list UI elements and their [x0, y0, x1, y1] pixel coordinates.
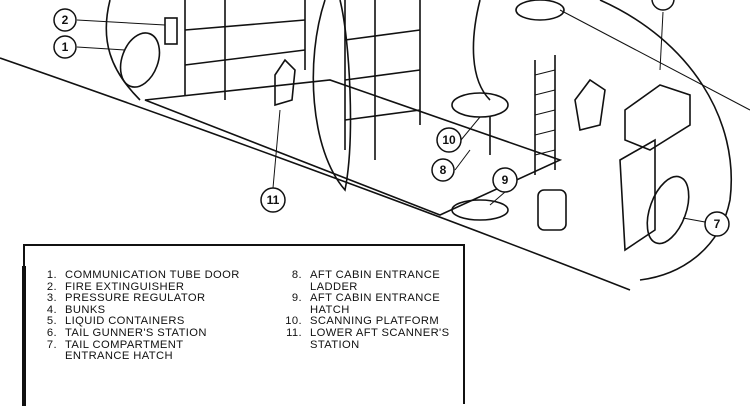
legend-num: 10.	[285, 315, 302, 328]
legend-num: 6.	[46, 326, 57, 339]
legend-num: 4.	[46, 303, 57, 316]
svg-text:11: 11	[267, 193, 280, 207]
callout-10: 10	[436, 127, 462, 153]
callout-7: 7	[704, 211, 730, 237]
fuselage-upper-hull	[105, 0, 141, 101]
legend-column-right: 8. AFT CABIN ENTRANCE LADDER 9. AFT CABIN …	[280, 269, 465, 351]
legend-item: 11. LOWER AFT SCANNER'S STATION	[280, 326, 465, 351]
tail-gunner-station	[574, 78, 691, 252]
legend-text: LIQUID CONTAINERS	[65, 315, 185, 328]
legend-item: 9. AFT CABIN ENTRANCE HATCH	[280, 292, 465, 316]
legend-text: AFT CABIN ENTRANCE LADDER	[310, 269, 441, 293]
fire-extinguisher	[164, 17, 178, 45]
svg-text:9: 9	[502, 173, 509, 187]
upper-platform	[515, 0, 565, 21]
legend-item: 6. TAIL GUNNER'S STATION	[35, 326, 280, 340]
legend-text: LOWER AFT SCANNER'S STATION	[310, 326, 450, 351]
callout-1: 1	[53, 35, 77, 59]
legend-num: 2.	[46, 280, 57, 293]
callout-6	[651, 0, 675, 11]
legend-border-shadow	[22, 266, 26, 406]
legend-text: PRESSURE REGULATOR	[65, 292, 206, 305]
svg-text:7: 7	[714, 217, 721, 231]
legend-num: 1.	[46, 269, 57, 281]
legend-item: 7. TAIL COMPARTMENT ENTRANCE HATCH	[35, 338, 225, 363]
legend-text: TAIL GUNNER'S STATION	[65, 326, 207, 339]
fuselage-tail-outline	[599, 0, 732, 281]
legend-text: TAIL COMPARTMENT ENTRANCE HATCH	[65, 338, 184, 363]
legend-num: 7.	[46, 338, 57, 351]
legend-item: 10. SCANNING PLATFORM	[280, 316, 465, 328]
cabin-floor	[144, 79, 563, 216]
legend-item: 8. AFT CABIN ENTRANCE LADDER	[280, 269, 465, 293]
legend-text: COMMUNICATION TUBE DOOR	[65, 269, 240, 281]
legend-item: 5. LIQUID CONTAINERS	[35, 316, 280, 328]
legend-box: 1. COMMUNICATION TUBE DOOR 2. FIRE EXTINGU…	[22, 244, 465, 406]
entrance-ladder	[534, 55, 556, 175]
legend-num: 5.	[46, 315, 57, 328]
leader-lines	[76, 11, 706, 223]
legend-item: 1. COMMUNICATION TUBE DOOR	[35, 269, 280, 282]
bulkhead	[312, 0, 352, 192]
fuselage-lower-hull	[0, 57, 631, 291]
svg-text:10: 10	[442, 133, 456, 147]
svg-text:1: 1	[62, 40, 69, 54]
frame-line	[559, 9, 750, 111]
callout-8: 8	[431, 158, 455, 182]
legend-num: 11.	[286, 326, 302, 339]
callout-2: 2	[53, 8, 77, 32]
legend-text: AFT CABIN ENTRANCE HATCH	[310, 292, 441, 316]
svg-text:2: 2	[62, 13, 69, 27]
legend-num: 3.	[46, 292, 57, 305]
legend-item: 3. PRESSURE REGULATOR	[35, 293, 280, 305]
liquid-container	[537, 189, 567, 231]
legend-column-left: 1. COMMUNICATION TUBE DOOR 2. FIRE EXTINGU…	[35, 269, 280, 363]
legend-num: 9.	[291, 292, 302, 305]
callout-9: 9	[492, 167, 518, 193]
lower-aft-scanner-seat	[274, 58, 296, 107]
legend-text: FIRE EXTINGUISHER	[65, 280, 185, 293]
svg-text:8: 8	[440, 163, 447, 177]
tail-compartment-entrance-hatch	[646, 175, 690, 245]
bulkhead-right	[472, 0, 491, 101]
legend-num: 8.	[291, 269, 302, 281]
legend-item: 2. FIRE EXTINGUISHER	[35, 280, 280, 294]
aft-cabin-entrance-hatch	[451, 199, 509, 221]
legend-text: SCANNING PLATFORM	[310, 315, 440, 328]
scanning-platform	[451, 92, 509, 118]
callout-11: 11	[260, 187, 286, 213]
legend-item: 4. BUNKS	[35, 303, 280, 317]
legend-text: BUNKS	[65, 303, 106, 316]
communication-tube-door	[119, 32, 161, 88]
